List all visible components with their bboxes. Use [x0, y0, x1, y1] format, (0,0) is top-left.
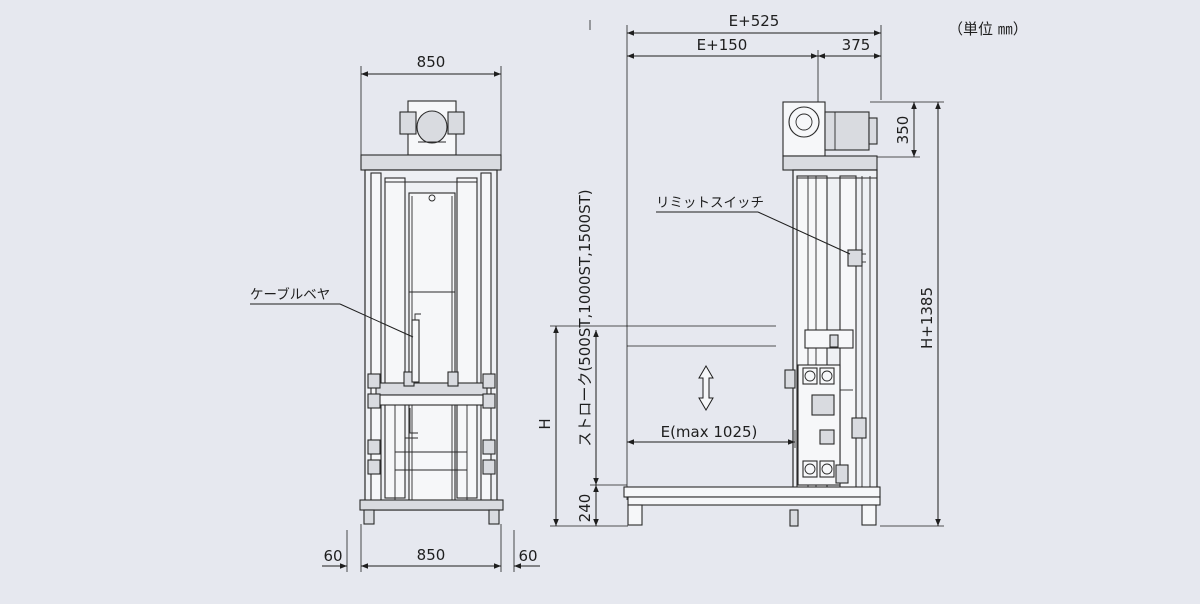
side-total-height-value: H+1385	[918, 287, 936, 349]
motion-arrow-icon	[698, 365, 714, 411]
unit-label: （単位 ㎜）	[948, 20, 1028, 38]
side-total-width-value: E+525	[729, 12, 780, 30]
side-stroke-reference	[627, 325, 776, 347]
side-stroke-value: ストローク(500ST,1000ST,1500ST)	[576, 189, 594, 446]
side-e-range-value: E(max 1025)	[661, 423, 758, 441]
side-e150-value: E+150	[697, 36, 748, 54]
front-view: 850	[250, 53, 540, 572]
front-carriage	[367, 371, 496, 500]
front-base	[359, 499, 504, 525]
side-base	[623, 486, 881, 527]
side-375-value: 375	[842, 36, 871, 54]
side-carriage	[784, 329, 867, 486]
callout-cable-carrier-text: ケーブルベヤ	[250, 286, 330, 303]
front-side-right-value: 60	[518, 547, 537, 565]
front-motor	[399, 100, 465, 156]
dim-side-e-range: E(max 1025)	[627, 423, 796, 448]
dim-front-top-width: 850	[360, 53, 502, 158]
side-motor	[782, 101, 878, 157]
front-side-left-value: 60	[323, 547, 342, 565]
front-top-plate	[360, 154, 502, 171]
dim-side-right: 350 H+1385	[870, 101, 944, 527]
dim-side-left: H ストローク(500ST,1000ST,1500ST) 240	[536, 20, 628, 527]
side-limit-switch	[847, 249, 866, 267]
callout-cable-carrier: ケーブルベヤ	[250, 286, 414, 338]
front-cable-carrier	[411, 313, 421, 383]
dim-front-bottom: 850 60 60	[322, 524, 540, 572]
dim-side-top: E+525 E+150 375	[626, 12, 882, 500]
side-view: E+525 E+150 375 350 H+1385	[536, 12, 944, 527]
callout-limit-switch-text: リミットスイッチ	[656, 195, 764, 211]
side-base-240-value: 240	[576, 494, 594, 523]
side-height-h-value: H	[536, 418, 554, 429]
callout-limit-switch: リミットスイッチ	[656, 195, 851, 255]
front-bottom-width-value: 850	[417, 546, 446, 564]
side-motor-height-value: 350	[894, 116, 912, 145]
front-top-width-value: 850	[417, 53, 446, 71]
